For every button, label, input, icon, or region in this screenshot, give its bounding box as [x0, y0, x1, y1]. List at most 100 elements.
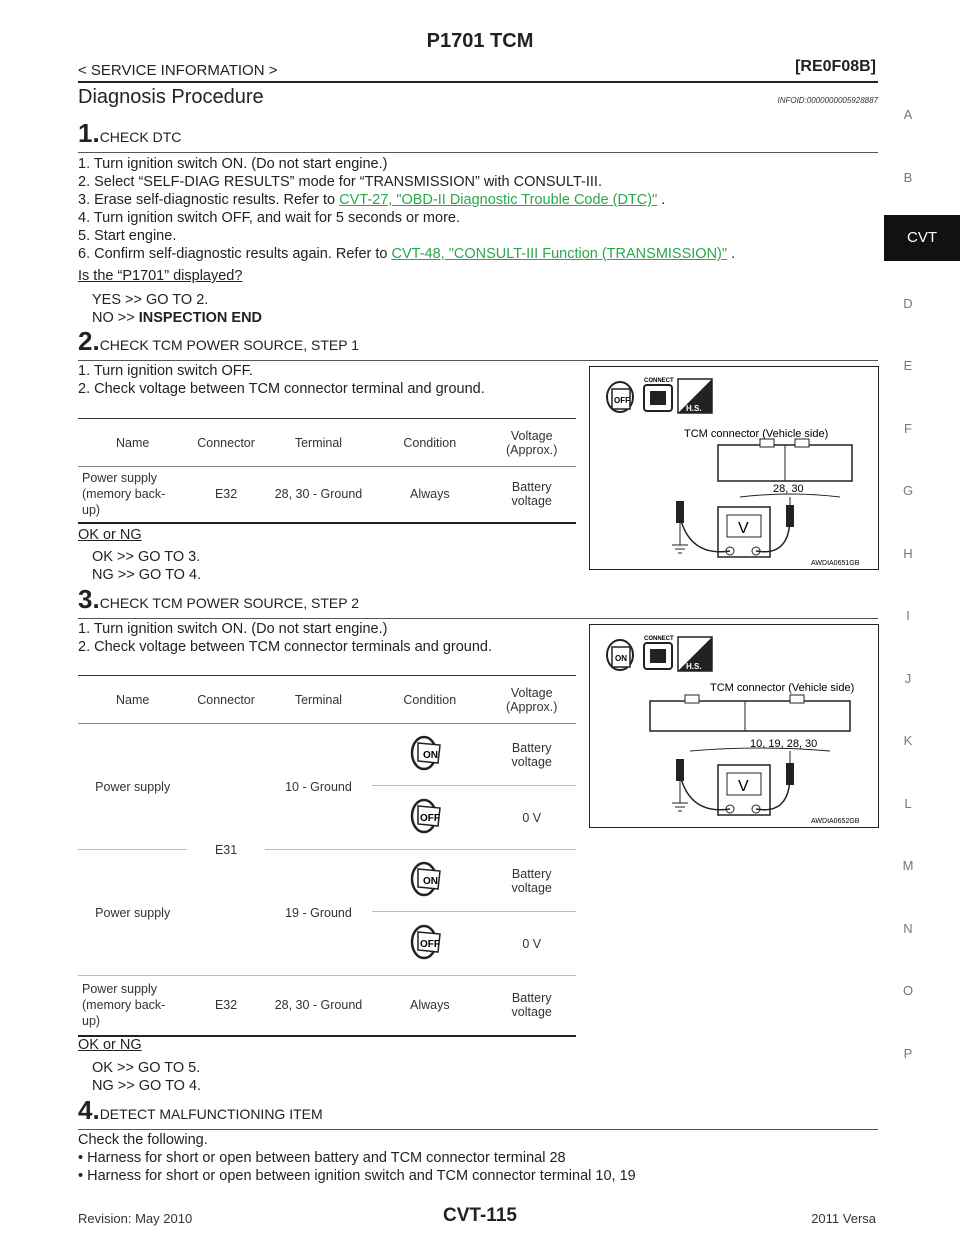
index-tab-cvt-active[interactable]: CVT: [884, 215, 960, 261]
col-condition: Condition: [403, 435, 457, 450]
svg-text:H.S.: H.S.: [686, 404, 702, 413]
header-divider: [78, 81, 878, 83]
cell-terminal: 28, 30 - Ground: [274, 487, 363, 502]
svg-text:OFF: OFF: [420, 939, 440, 950]
answer-no: NO >> INSPECTION END: [92, 310, 263, 326]
ok-or-ng-label: OK or NG: [78, 527, 142, 543]
step-title: CHECK TCM POWER SOURCE, STEP 2: [99, 595, 359, 611]
step-title: CHECK TCM POWER SOURCE, STEP 1: [99, 337, 359, 353]
cell-terminal: 19 - Ground: [264, 849, 373, 976]
col-condition: Condition: [403, 692, 457, 707]
answer-yes: YES >> GO TO 2.: [92, 292, 209, 308]
step-1-question: Is the “P1701” displayed?: [78, 268, 243, 284]
step-2-item: 1. Turn ignition switch OFF.: [78, 363, 253, 379]
terminal-label: 10, 19, 28, 30: [750, 738, 817, 750]
index-tab-b[interactable]: B: [903, 170, 913, 185]
col-name: Name: [116, 692, 150, 707]
cell-name: Power supply: [78, 849, 188, 976]
svg-text:ON: ON: [423, 876, 438, 887]
cell-voltage: 0 V: [487, 785, 576, 850]
index-tab-n[interactable]: N: [903, 921, 913, 936]
cell-voltage: Battery voltage: [511, 480, 552, 509]
harness-side-icon: H.S.: [677, 636, 713, 672]
step-4-intro: Check the following.: [78, 1132, 208, 1148]
step-1-item: 1. Turn ignition switch ON. (Do not star…: [78, 156, 388, 172]
consult-reference-link[interactable]: CVT-48, "CONSULT-III Function (TRANSMISS…: [391, 246, 728, 262]
svg-text:V: V: [738, 520, 749, 537]
step-2-item: 2. Check voltage between TCM connector t…: [78, 381, 485, 397]
step-number: 2.: [78, 326, 100, 356]
index-tab-p[interactable]: P: [903, 1046, 913, 1061]
col-voltage: Voltage (Approx.): [506, 428, 558, 457]
answer-ng: NG >> GO TO 4.: [92, 1078, 202, 1094]
index-tab-d[interactable]: D: [903, 296, 913, 311]
figure-code: AWDIA0651GB: [811, 560, 860, 567]
step-3-voltage-table: Name Connector Terminal Condition Voltag…: [78, 675, 576, 1037]
cell-voltage: Battery voltage: [511, 991, 552, 1020]
step-4-bullet: • Harness for short or open between igni…: [78, 1168, 636, 1184]
index-tab-o[interactable]: O: [902, 983, 914, 998]
cell-name: Power supply: [78, 723, 188, 850]
index-tab-j[interactable]: J: [904, 671, 912, 686]
answer-ok: OK >> GO TO 3.: [92, 549, 201, 565]
index-tab-k[interactable]: K: [903, 733, 913, 748]
svg-text:ON: ON: [615, 654, 627, 663]
index-tab-i[interactable]: I: [906, 608, 910, 623]
cell-connector: E32: [214, 998, 238, 1013]
index-tab-e[interactable]: E: [903, 358, 913, 373]
step-1-item: 5. Start engine.: [78, 228, 177, 244]
svg-text:H.S.: H.S.: [686, 662, 702, 671]
cell-condition: Always: [409, 487, 450, 502]
answer-ok: OK >> GO TO 5.: [92, 1060, 201, 1076]
svg-text:V: V: [738, 778, 749, 795]
svg-text:CONNECT: CONNECT: [644, 378, 674, 384]
cell-connector: E31: [187, 723, 265, 976]
step-1-item: 4. Turn ignition switch OFF, and wait fo…: [78, 210, 460, 226]
connect-icon: CONNECT: [643, 636, 674, 670]
tcm-connector: [649, 694, 851, 732]
index-tab-h[interactable]: H: [903, 546, 913, 561]
step-title: DETECT MALFUNCTIONING ITEM: [99, 1106, 323, 1122]
cell-terminal: 10 - Ground: [264, 723, 373, 850]
ignition-key-off-icon: OFF: [410, 924, 441, 960]
cell-voltage: Battery voltage: [487, 849, 576, 912]
ok-or-ng-label: OK or NG: [78, 1037, 142, 1053]
step-2-heading: 2.CHECK TCM POWER SOURCE, STEP 1: [78, 326, 878, 361]
index-tab-f[interactable]: F: [904, 421, 912, 436]
step-3-item: 2. Check voltage between TCM connector t…: [78, 639, 493, 655]
step-number: 4.: [78, 1095, 100, 1125]
col-name: Name: [116, 435, 150, 450]
ignition-key-off-icon: OFF: [606, 381, 634, 413]
ignition-key-off-icon: OFF: [410, 798, 441, 834]
index-tab-m[interactable]: M: [902, 858, 914, 873]
svg-text:OFF: OFF: [420, 813, 440, 824]
header-model-code: [RE0F08B]: [795, 58, 876, 75]
cell-condition-key-off: OFF: [372, 911, 488, 976]
step-title: CHECK DTC: [99, 129, 182, 145]
step-3-item: 1. Turn ignition switch ON. (Do not star…: [78, 621, 388, 637]
step-1-item: 3. Erase self-diagnostic results. Refer …: [78, 192, 666, 208]
col-voltage: Voltage (Approx.): [506, 685, 558, 714]
cell-condition-key-off: OFF: [372, 785, 488, 850]
figure-code: AWDIA0652GB: [811, 818, 860, 825]
header-section-label: < SERVICE INFORMATION >: [78, 62, 278, 79]
ignition-key-on-icon: ON: [410, 735, 441, 771]
step-1-heading: 1.CHECK DTC: [78, 118, 878, 153]
footer-revision: Revision: May 2010: [78, 1211, 193, 1226]
step-4-heading: 4.DETECT MALFUNCTIONING ITEM: [78, 1095, 878, 1130]
connect-icon: CONNECT: [643, 378, 674, 412]
connector-label: TCM connector (Vehicle side): [710, 682, 854, 694]
index-tab-l[interactable]: L: [904, 796, 912, 811]
cell-condition: Always: [409, 998, 450, 1013]
col-terminal: Terminal: [294, 692, 343, 707]
dtc-reference-link[interactable]: CVT-27, "OBD-II Diagnostic Trouble Code …: [339, 192, 658, 208]
step-number: 1.: [78, 118, 100, 148]
index-tab-a[interactable]: A: [903, 107, 913, 122]
index-tab-g[interactable]: G: [902, 483, 914, 498]
connector-diagram-step-3: ON CONNECT H.S. TCM connector (Vehicle s…: [589, 624, 879, 828]
info-id: INFOID:0000000005928887: [777, 96, 878, 105]
connector-label: TCM connector (Vehicle side): [684, 428, 828, 440]
cell-name: Power supply (memory back- up): [82, 982, 166, 1029]
step-number: 3.: [78, 584, 100, 614]
col-connector: Connector: [197, 692, 255, 707]
